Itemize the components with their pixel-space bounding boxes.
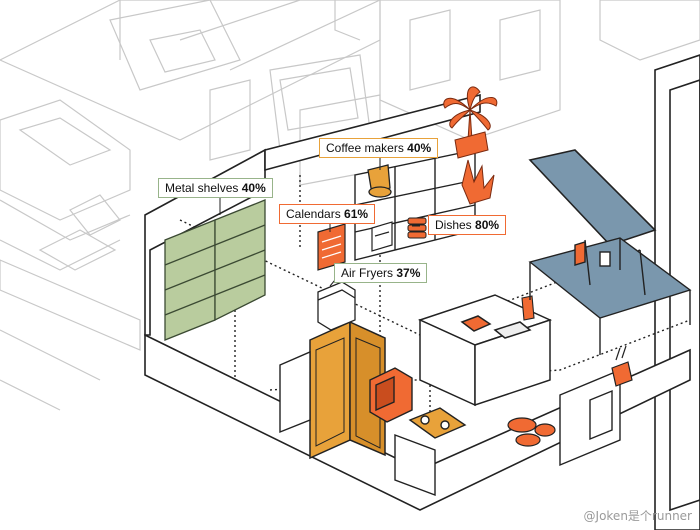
palm-plant [443,86,498,159]
spiky-plant [461,159,495,205]
refrigerator [309,320,386,460]
callout-coffee-makers-label: Coffee makers [326,141,404,155]
callout-dishes-label: Dishes [435,218,472,232]
callout-metal-shelves-label: Metal shelves [165,181,239,195]
watermark: @Joken是个runner [583,509,692,523]
coffee-maker [367,164,392,198]
blender [521,295,535,321]
knife-block [611,345,633,387]
microwave [369,367,413,423]
callout-calendars-label: Calendars [286,207,341,221]
callout-calendars-value: 61% [344,207,369,221]
callout-coffee-makers-value: 40% [407,141,432,155]
callout-calendars: Calendars 61% [279,204,376,224]
callout-air-fryers: Air Fryers 37% [334,263,428,283]
kitchen-island [417,294,553,407]
callout-dishes-value: 80% [475,218,500,232]
callout-metal-shelves: Metal shelves 40% [158,178,273,198]
callout-dishes: Dishes 80% [428,215,507,235]
background-house-sketch [0,0,700,411]
callout-air-fryers-label: Air Fryers [341,266,393,280]
dining-table [528,237,692,355]
metal-shelves [164,199,266,341]
callout-coffee-makers: Coffee makers 40% [319,138,439,158]
callout-air-fryers-value: 37% [396,266,421,280]
pots-pans [507,417,556,447]
stove [408,407,467,439]
dishes [407,217,427,239]
air-fryer [317,281,356,331]
callout-metal-shelves-value: 40% [241,181,266,195]
calendar [317,223,346,271]
lower-cabinets [279,350,621,497]
wall-oven [371,221,393,252]
